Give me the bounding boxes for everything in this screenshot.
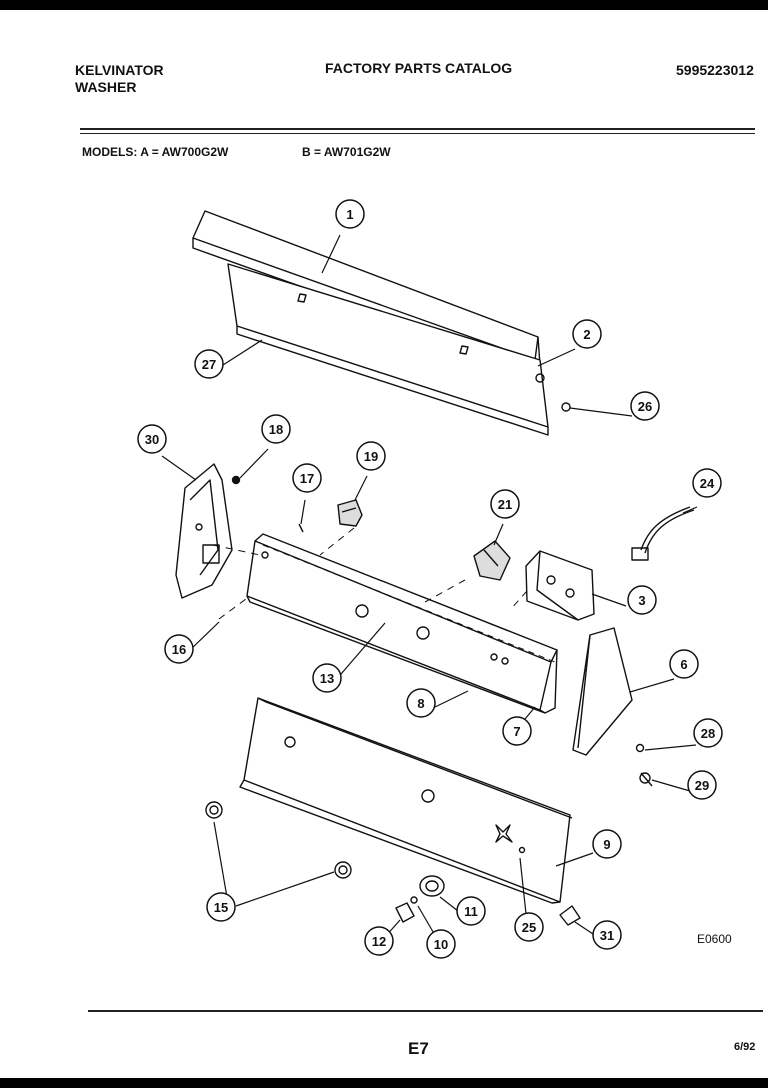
callout-label: 12 (372, 934, 386, 949)
callout-13: 13 (312, 663, 342, 693)
callout-label: 17 (300, 471, 314, 486)
wire-harness-part (631, 506, 695, 561)
exploded-parts-diagram: 1 2 3 6 7 8 9 10 11 12 13 15 16 17 18 19… (137, 199, 723, 959)
callout-label: 24 (700, 476, 715, 491)
callout-label: 10 (434, 937, 448, 952)
callout-label: 26 (638, 399, 652, 414)
callout-3: 3 (627, 585, 657, 615)
callout-25: 25 (514, 912, 544, 942)
header-rule-thick (80, 128, 755, 130)
callout-19: 19 (356, 441, 386, 471)
switch-part (337, 499, 363, 527)
assembly-line (218, 595, 251, 620)
callout-18: 18 (261, 414, 291, 444)
callout-30: 30 (137, 424, 167, 454)
screw-part (561, 402, 571, 412)
insert-part (395, 902, 415, 923)
model-a-label: MODELS: A = AW700G2W (82, 145, 229, 159)
catalog-page: KELVINATOR WASHER FACTORY PARTS CATALOG … (0, 10, 768, 1078)
pin-part (298, 523, 304, 533)
callout-label: 6 (680, 657, 687, 672)
nut-part (231, 475, 241, 485)
callout-12: 12 (364, 926, 394, 956)
dial-part (419, 875, 445, 897)
callout-label: 15 (214, 900, 228, 915)
end-bracket-part (175, 463, 233, 599)
callout-label: 3 (638, 593, 645, 608)
timer-part (525, 550, 595, 621)
callout-label: 1 (346, 207, 353, 222)
callout-24: 24 (692, 468, 722, 498)
callout-label: 27 (202, 357, 216, 372)
callout-21: 21 (490, 489, 520, 519)
callout-15: 15 (206, 892, 236, 922)
screw-part (635, 743, 645, 753)
catalog-part-number: 5995223012 (676, 62, 754, 78)
drawing-code: E0600 (697, 932, 732, 946)
callout-label: 9 (603, 837, 610, 852)
callout-8: 8 (406, 688, 436, 718)
callout-2: 2 (572, 319, 602, 349)
callout-10: 10 (426, 929, 456, 959)
callout-1: 1 (335, 199, 365, 229)
model-b-label: B = AW701G2W (302, 145, 391, 159)
assembly-line (509, 590, 528, 611)
knob-part (334, 861, 352, 879)
callout-label: 18 (269, 422, 283, 437)
back-panel-part (227, 263, 549, 436)
assembly-line (319, 527, 355, 556)
callout-label: 25 (522, 920, 536, 935)
callout-label: 29 (695, 778, 709, 793)
knob-part (205, 801, 223, 819)
relay-part (473, 540, 511, 581)
callout-label: 19 (364, 449, 378, 464)
callout-label: 30 (145, 432, 159, 447)
callout-label: 11 (464, 904, 478, 919)
callout-label: 21 (498, 497, 512, 512)
catalog-title: FACTORY PARTS CATALOG (325, 60, 513, 76)
screw-part (535, 373, 545, 383)
callout-6: 6 (669, 649, 699, 679)
revision-date: 6/92 (734, 1041, 756, 1053)
callout-11: 11 (456, 896, 486, 926)
callout-29: 29 (687, 770, 717, 800)
callout-17: 17 (292, 463, 322, 493)
callout-27: 27 (194, 349, 224, 379)
callout-label: 7 (513, 724, 520, 739)
page-number: E7 (408, 1039, 429, 1058)
clip-part (639, 772, 653, 787)
assembly-line (212, 544, 261, 556)
lower-panel-part (239, 697, 573, 904)
callout-label: 2 (583, 327, 590, 342)
brand-name: KELVINATOR (75, 62, 164, 78)
assembly-line (424, 579, 466, 603)
callout-label: 13 (320, 671, 334, 686)
brand-block: KELVINATOR WASHER (75, 62, 164, 96)
footer-rule (88, 1010, 763, 1012)
control-panel-part (246, 533, 558, 714)
callout-label: 28 (701, 726, 715, 741)
callout-7: 7 (502, 716, 532, 746)
callout-label: 8 (417, 696, 424, 711)
callout-group: 1 2 3 6 7 8 9 10 11 12 13 15 16 17 18 19… (137, 199, 723, 959)
callout-16: 16 (164, 634, 194, 664)
washer-part (410, 896, 418, 904)
callout-9: 9 (592, 829, 622, 859)
callout-31: 31 (592, 920, 622, 950)
callout-28: 28 (693, 718, 723, 748)
end-cap-part (572, 627, 633, 756)
callout-label: 31 (600, 928, 614, 943)
callout-26: 26 (630, 391, 660, 421)
header-rule-thin (80, 133, 755, 134)
product-name: WASHER (75, 79, 137, 95)
clip-part (559, 905, 581, 926)
callout-label: 16 (172, 642, 186, 657)
